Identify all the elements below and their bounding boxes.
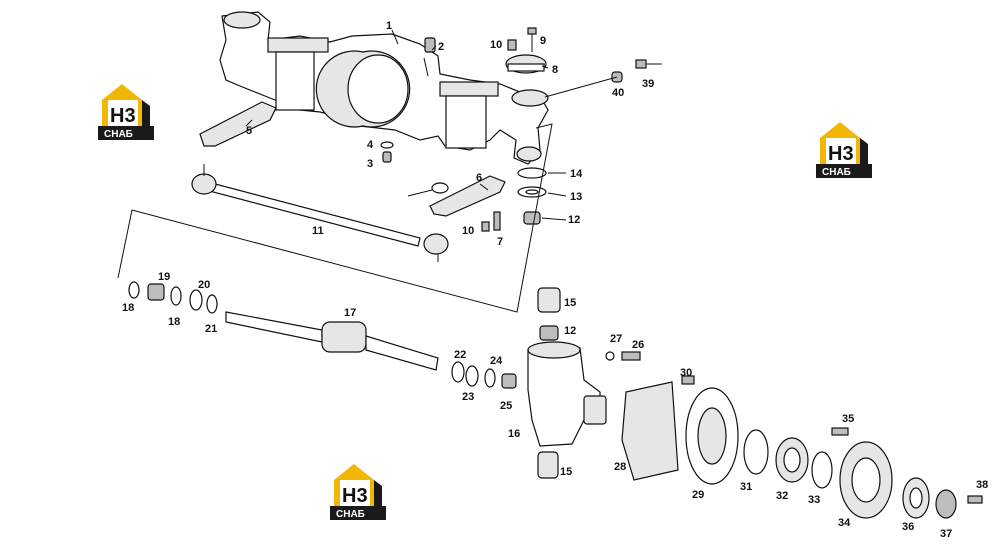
washer-27 xyxy=(605,351,615,361)
ring-21 xyxy=(206,294,218,314)
bearing-25 xyxy=(501,373,517,389)
snap-ring-18 xyxy=(128,281,140,299)
snap-ring-24 xyxy=(484,368,496,388)
fitting-10 xyxy=(507,39,517,51)
leader-lines xyxy=(245,29,567,221)
washer-14 xyxy=(517,167,547,179)
fitting-10b xyxy=(481,221,490,232)
callout-18-left: 18 xyxy=(122,302,134,314)
nut-3 xyxy=(382,151,392,163)
callout-38: 38 xyxy=(976,479,988,491)
callout-29: 29 xyxy=(692,489,704,501)
washer-4 xyxy=(380,141,394,149)
watermark-logo: H3 СНАБ xyxy=(98,84,154,140)
callout-10-bottom: 10 xyxy=(462,225,474,237)
callout-8: 8 xyxy=(552,64,558,76)
top-parts xyxy=(424,27,662,98)
logo-mark: H3 xyxy=(342,485,368,507)
steering-linkage xyxy=(191,101,506,262)
bushing-12 xyxy=(523,211,541,225)
callout-40: 40 xyxy=(612,87,624,99)
callout-39: 39 xyxy=(642,78,654,90)
callout-34: 34 xyxy=(838,517,851,529)
callout-18-right: 18 xyxy=(168,316,180,328)
callout-11: 11 xyxy=(312,225,324,237)
callout-20: 20 xyxy=(198,279,210,291)
callout-13: 13 xyxy=(570,191,582,203)
caliper-28 xyxy=(621,381,679,481)
callout-31: 31 xyxy=(740,481,752,493)
callout-35: 35 xyxy=(842,413,854,425)
callout-27: 27 xyxy=(610,333,622,345)
bolt-39 xyxy=(635,59,647,69)
callout-36: 36 xyxy=(902,521,914,533)
callouts: 1 2 3 4 5 6 7 8 9 10 10 11 12 12 13 14 1… xyxy=(122,20,988,540)
callout-22: 22 xyxy=(454,349,466,361)
bushing-12b xyxy=(539,325,559,341)
callout-28: 28 xyxy=(614,461,626,473)
nut-37 xyxy=(935,489,957,519)
ring-20 xyxy=(189,289,203,311)
callout-37: 37 xyxy=(940,528,952,540)
callout-10-top: 10 xyxy=(490,39,502,51)
bearing-19 xyxy=(147,283,165,301)
axle-housing xyxy=(219,11,549,165)
ring-33 xyxy=(811,451,833,489)
bolt-2 xyxy=(424,37,436,53)
logo-caption: СНАБ xyxy=(822,167,851,178)
ring-23 xyxy=(465,365,479,387)
callout-26: 26 xyxy=(632,339,644,351)
ring-18b xyxy=(170,286,182,306)
callout-14: 14 xyxy=(570,168,583,180)
callout-16: 16 xyxy=(508,428,520,440)
kingpin-parts xyxy=(517,167,547,225)
callout-3: 3 xyxy=(367,158,373,170)
stud-35 xyxy=(831,427,849,436)
callout-15-bottom: 15 xyxy=(560,466,572,478)
joint-17 xyxy=(321,321,367,353)
ring-22 xyxy=(451,361,465,383)
wheel-end xyxy=(621,375,983,519)
callout-21: 21 xyxy=(205,323,217,335)
seal-31 xyxy=(743,429,769,475)
callout-15-top: 15 xyxy=(564,297,576,309)
callout-6: 6 xyxy=(476,172,482,184)
callout-12-bottom: 12 xyxy=(564,325,576,337)
callout-23: 23 xyxy=(462,391,474,403)
shaft-17-inner xyxy=(225,311,323,343)
drive-shaft-group xyxy=(128,281,517,389)
callout-30: 30 xyxy=(680,367,692,379)
bushing-15-bottom xyxy=(537,451,559,479)
logo-caption: СНАБ xyxy=(104,129,133,140)
logo-mark: H3 xyxy=(828,143,854,165)
bolt-26 xyxy=(621,351,641,361)
watermark-logo: H3 СНАБ xyxy=(816,122,872,178)
arm-5 xyxy=(199,101,277,147)
callout-4: 4 xyxy=(367,139,374,151)
callout-1: 1 xyxy=(386,20,392,32)
callout-2: 2 xyxy=(438,41,444,53)
callout-25: 25 xyxy=(500,400,512,412)
callout-7: 7 xyxy=(497,236,503,248)
steering-knuckle xyxy=(527,287,641,479)
bushing-15-top xyxy=(537,287,561,313)
callout-19: 19 xyxy=(158,271,170,283)
shaft-17-outer xyxy=(365,335,439,371)
logo-caption: СНАБ xyxy=(336,509,365,520)
callout-12-top: 12 xyxy=(568,214,580,226)
assembly-outline xyxy=(117,123,553,313)
callout-9: 9 xyxy=(540,35,546,47)
arm-6 xyxy=(429,175,506,217)
bolt-38 xyxy=(967,495,983,504)
callout-5: 5 xyxy=(246,125,252,137)
callout-17: 17 xyxy=(344,307,356,319)
logo-mark: H3 xyxy=(110,105,136,127)
callout-32: 32 xyxy=(776,490,788,502)
bolt-30 xyxy=(681,375,695,385)
callout-24: 24 xyxy=(490,355,503,367)
watermark-logo: H3 СНАБ xyxy=(330,464,386,520)
callout-33: 33 xyxy=(808,494,820,506)
bolt-7 xyxy=(493,211,501,231)
